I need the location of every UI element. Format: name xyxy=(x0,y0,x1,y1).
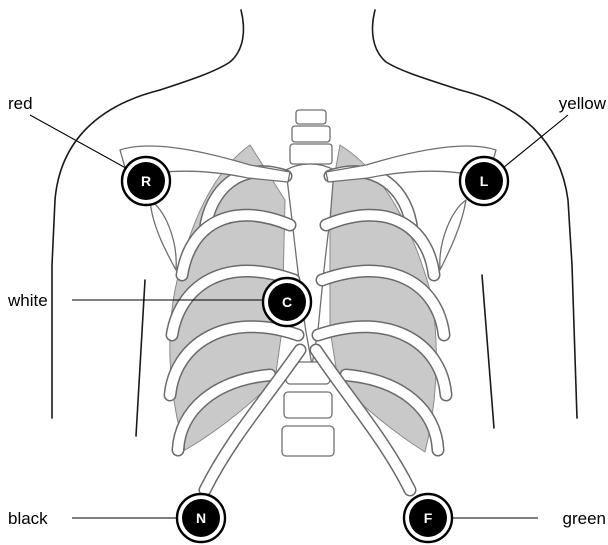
electrode-L: L xyxy=(460,157,508,205)
shoulder-left xyxy=(52,90,160,418)
spine-segment xyxy=(284,392,332,418)
spine-segment xyxy=(296,110,326,124)
electrode-letter: N xyxy=(196,510,206,526)
label-green: green xyxy=(563,509,606,528)
electrode-N: N xyxy=(177,494,225,542)
spine-segment xyxy=(292,126,330,142)
shoulder-blade-left xyxy=(150,200,176,270)
label-white: white xyxy=(7,291,48,310)
shoulder-blade-right xyxy=(440,200,466,270)
spine-segment xyxy=(282,426,334,456)
label-yellow: yellow xyxy=(559,94,607,113)
electrode-letter: R xyxy=(141,173,151,189)
electrode-F: F xyxy=(404,494,452,542)
label-red: red xyxy=(8,94,33,113)
armpit-left xyxy=(136,280,145,436)
leader-red xyxy=(30,115,133,172)
label-black: black xyxy=(8,509,48,528)
electrode-R: R xyxy=(122,157,170,205)
armpit-right xyxy=(482,275,494,428)
electrode-letter: L xyxy=(480,173,489,189)
electrode-letter: C xyxy=(282,294,292,310)
neck-left xyxy=(160,10,243,90)
spine-segment xyxy=(290,144,332,164)
shoulder-right xyxy=(460,90,577,418)
electrode-letter: F xyxy=(424,510,433,526)
electrode-C: C xyxy=(263,278,311,326)
neck-right xyxy=(373,10,460,90)
